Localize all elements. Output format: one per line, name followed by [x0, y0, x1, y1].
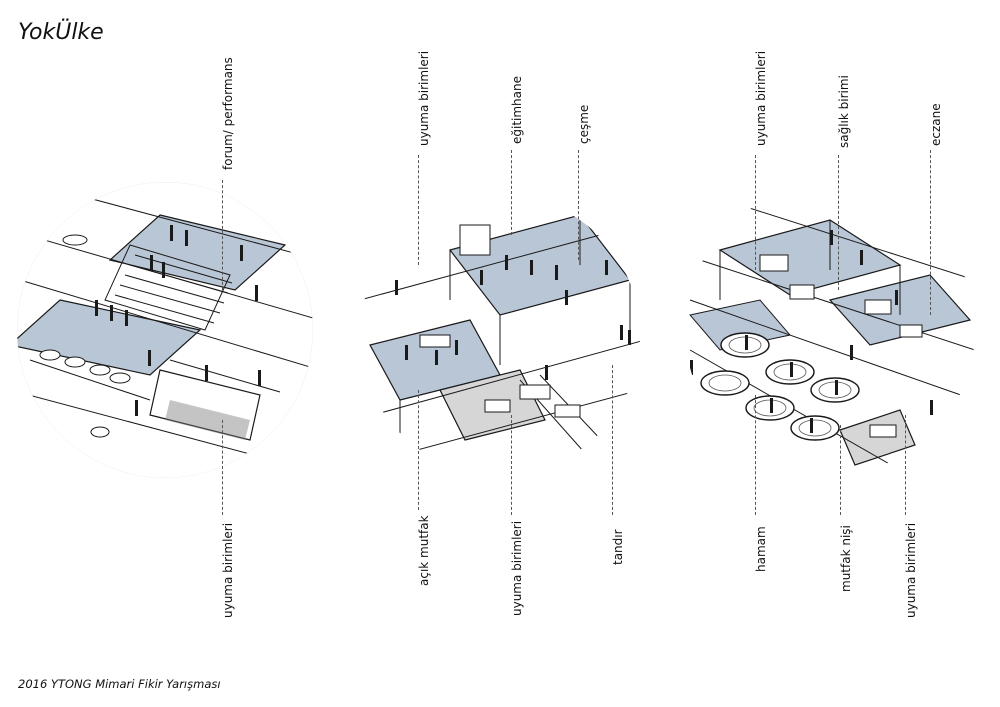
leader-uyuma-2-top	[418, 155, 419, 265]
leader-uyuma-2-bottom	[511, 415, 512, 515]
label-egitimhane: eğitimhane	[510, 75, 524, 144]
label-eczane: eczane	[929, 103, 943, 146]
label-hamam: hamam	[754, 526, 768, 572]
label-mutfak-nisi: mutfak nişi	[839, 525, 853, 592]
leader-eczane	[930, 150, 931, 315]
label-tandir: tandır	[611, 529, 625, 565]
label-uyuma-birimleri-2-bottom: uyuma birimleri	[510, 520, 524, 616]
label-uyuma-birimleri-3-top: uyuma birimleri	[754, 50, 768, 146]
circle-2-drawing	[360, 195, 640, 475]
footer-caption: 2016 YTONG Mimari Fikir Yarışması	[18, 677, 221, 691]
leader-uyuma-1	[222, 420, 223, 515]
leader-cesme	[578, 150, 579, 260]
leader-forum	[222, 180, 223, 290]
label-uyuma-birimleri-1-bottom: uyuma birimleri	[221, 522, 235, 618]
leader-hamam	[755, 395, 756, 515]
label-acik-mutfak: açık mutfak	[417, 515, 431, 586]
leader-egitimhane	[511, 150, 512, 235]
page-title: YokÜlke	[18, 20, 104, 45]
leader-mutfak-nisi	[840, 425, 841, 515]
leader-uyuma-3-bottom	[905, 415, 906, 515]
label-forum-performans: forum/ performans	[221, 57, 235, 170]
leader-uyuma-3-top	[755, 155, 756, 270]
label-uyuma-birimleri-3-bottom: uyuma birimleri	[904, 522, 918, 618]
label-uyuma-birimleri-2-top: uyuma birimleri	[417, 50, 431, 146]
label-saglik-birimi: sağlık birimi	[837, 75, 851, 148]
leader-tandir	[612, 365, 613, 515]
leader-saglik-birimi	[838, 155, 839, 290]
label-cesme: çeşme	[577, 104, 591, 144]
circle-1-drawing	[17, 182, 313, 478]
circle-3-drawing	[685, 185, 975, 475]
leader-acik-mutfak	[418, 390, 419, 510]
